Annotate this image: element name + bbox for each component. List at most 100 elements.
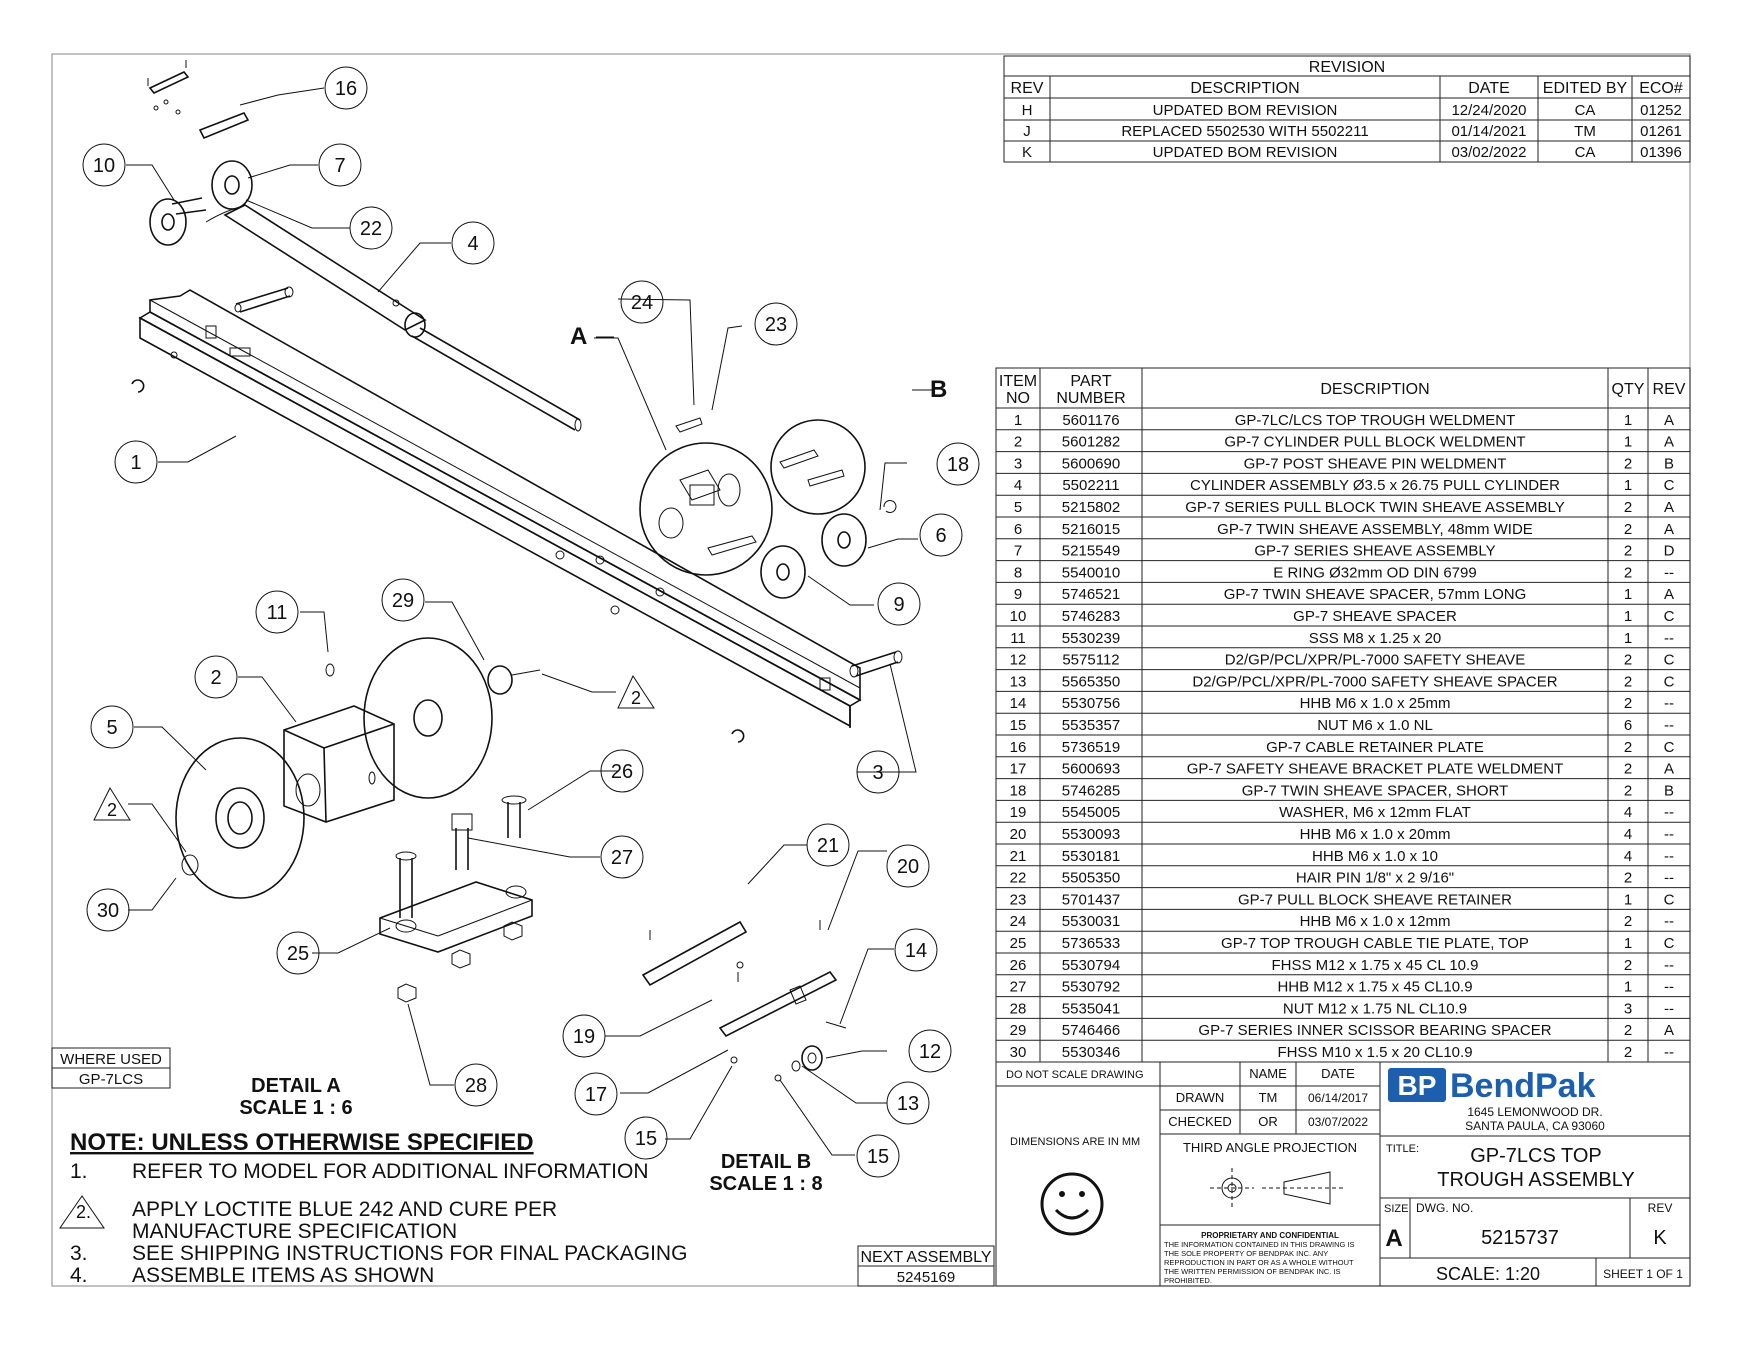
bom-cell: CYLINDER ASSEMBLY Ø3.5 x 26.75 PULL CYLI… [1190, 477, 1560, 494]
note-text: SEE SHIPPING INSTRUCTIONS FOR FINAL PACK… [132, 1242, 687, 1265]
balloon-22: 22 [360, 218, 382, 240]
bom-cell: 12 [1010, 652, 1027, 669]
proprietary-line: THE WRITTEN PERMISSION OF BENDPAK INC. I… [1164, 1267, 1341, 1276]
bom-cell: HHB M6 x 1.0 x 20mm [1300, 826, 1451, 843]
bom-table: ITEM NO PART NUMBER DESCRIPTION QTY REV … [995, 367, 1691, 1063]
bom-hdr-item: ITEM [999, 373, 1037, 390]
bom-cell: 10 [1010, 608, 1027, 625]
bom-cell: GP-7 SERIES INNER SCISSOR BEARING SPACER [1198, 1022, 1551, 1039]
balloon-16: 16 [335, 78, 357, 100]
bom-cell: C [1664, 673, 1675, 690]
bom-cell: 1 [1624, 412, 1632, 429]
bom-cell: -- [1664, 564, 1674, 581]
general-notes: NOTE: UNLESS OTHERWISE SPECIFIED . 1. RE… [59, 1129, 687, 1287]
bom-cell: -- [1664, 630, 1674, 647]
e-ring-2 [731, 729, 745, 743]
bom-cell: C [1664, 608, 1675, 625]
rev-cell: K [1022, 144, 1032, 161]
bom-cell: 2 [1624, 543, 1632, 560]
balloon-3: 3 [872, 762, 883, 784]
bom-cell: 2 [1624, 673, 1632, 690]
bom-hdr-number: NUMBER [1056, 390, 1125, 407]
next-assembly-box: NEXT ASSEMBLY 5245169 [857, 1245, 995, 1287]
bom-cell: HHB M6 x 1.0 x 10 [1312, 848, 1438, 865]
bom-cell: 2 [1624, 1022, 1632, 1039]
balloon-21: 21 [817, 835, 839, 857]
projection-label: THIRD ANGLE PROJECTION [1183, 1140, 1357, 1155]
bom-cell: C [1664, 739, 1675, 756]
bom-cell: 17 [1010, 761, 1027, 778]
bom-cell: 2 [1624, 782, 1632, 799]
bom-cell: 1 [1624, 630, 1632, 647]
bom-cell: 5746521 [1062, 586, 1120, 603]
bom-cell: A [1664, 521, 1674, 538]
post-sheave-pin [849, 650, 903, 678]
bom-cell: GP-7 SHEAVE SPACER [1293, 608, 1457, 625]
note-flag-2: 2 [107, 800, 117, 820]
detail-a-scale: SCALE 1 : 6 [239, 1097, 352, 1119]
balloon-27: 27 [611, 847, 633, 869]
detail-a-title: DETAIL A [251, 1075, 341, 1097]
bom-cell: 2 [1624, 695, 1632, 712]
rev-cell: CA [1575, 102, 1596, 119]
rev-cell: H [1022, 102, 1033, 119]
balloon-4: 4 [467, 233, 478, 255]
bom-cell: 6 [1624, 717, 1632, 734]
bom-cell: HHB M12 x 1.75 x 45 CL10.9 [1277, 979, 1472, 996]
balloon-15b: 15 [867, 1146, 889, 1168]
bom-cell: 2 [1624, 1044, 1632, 1061]
drawing-title-2: TROUGH ASSEMBLY [1437, 1169, 1634, 1191]
pin-top [234, 286, 294, 313]
bom-cell: GP-7 TWIN SHEAVE SPACER, 57mm LONG [1224, 586, 1527, 603]
note-num: 4. [70, 1264, 88, 1287]
detail-a-view [639, 417, 773, 576]
rev-cell: 01261 [1640, 123, 1682, 140]
bom-cell: -- [1664, 848, 1674, 865]
rev-cell: TM [1574, 123, 1596, 140]
rev-cell: 01396 [1640, 144, 1682, 161]
bom-hdr-desc: DESCRIPTION [1320, 381, 1429, 398]
bom-cell: 7 [1014, 543, 1022, 560]
bom-cell: 13 [1010, 673, 1027, 690]
detail-b-title: DETAIL B [721, 1151, 811, 1173]
balloon-26: 26 [611, 761, 633, 783]
bom-cell: 4 [1624, 804, 1632, 821]
title-block: DO NOT SCALE DRAWING NAME DATE DRAWN TM … [995, 1061, 1691, 1287]
bom-hdr-no: NO [1006, 390, 1030, 407]
detail-b-view [770, 419, 866, 515]
bom-cell: GP-7 SERIES PULL BLOCK TWIN SHEAVE ASSEM… [1185, 499, 1565, 516]
dwg-no-value: 5215737 [1481, 1227, 1559, 1249]
bom-cell: 5575112 [1062, 652, 1119, 669]
rev-label: REV [1648, 1201, 1673, 1215]
bom-cell: 2 [1624, 499, 1632, 516]
rev-cell: CA [1575, 144, 1596, 161]
bom-cell: -- [1664, 957, 1674, 974]
balloon-7: 7 [334, 155, 345, 177]
bom-cell: -- [1664, 695, 1674, 712]
bom-cell: GP-7 TWIN SHEAVE ASSEMBLY, 48mm WIDE [1217, 521, 1533, 538]
bom-cell: HHB M6 x 1.0 x 12mm [1300, 913, 1451, 930]
size-value: A [1385, 1225, 1402, 1252]
rev-cell: 01252 [1640, 102, 1682, 119]
balloon-1: 1 [130, 452, 141, 474]
note-text: REFER TO MODEL FOR ADDITIONAL INFORMATIO… [132, 1160, 649, 1183]
bom-cell: 5535357 [1062, 717, 1120, 734]
pull-cylinder [223, 204, 582, 432]
bom-cell: 5601176 [1062, 412, 1119, 429]
bom-cell: -- [1664, 913, 1674, 930]
bom-cell: 5215802 [1062, 499, 1120, 516]
bom-cell: GP-7 PULL BLOCK SHEAVE RETAINER [1238, 891, 1512, 908]
balloon-5: 5 [106, 717, 117, 739]
bom-cell: 1 [1624, 477, 1632, 494]
drawn-date: 06/14/2017 [1308, 1091, 1368, 1105]
bom-cell: 14 [1010, 695, 1027, 712]
bom-cell: 9 [1014, 586, 1022, 603]
bom-cell: HHB M6 x 1.0 x 25mm [1300, 695, 1451, 712]
bom-cell: 5736533 [1062, 935, 1120, 952]
bom-cell: 29 [1010, 1022, 1027, 1039]
balloon-15: 15 [635, 1128, 657, 1150]
detail-b-scale: SCALE 1 : 8 [709, 1173, 822, 1195]
bom-cell: 2 [1624, 652, 1632, 669]
bom-cell: 5502211 [1062, 477, 1119, 494]
bom-cell: GP-7LC/LCS TOP TROUGH WELDMENT [1235, 412, 1516, 429]
